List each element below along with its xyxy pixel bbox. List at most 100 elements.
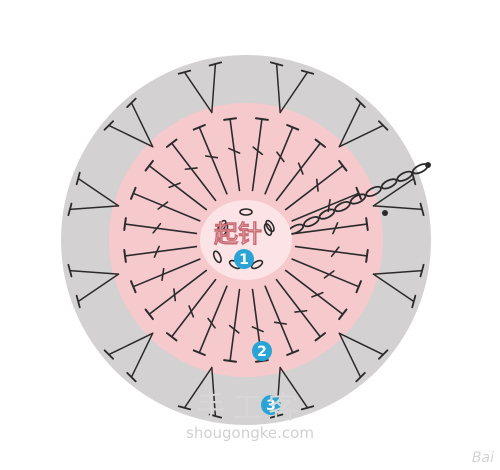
v-stitch-top-bar — [103, 349, 114, 360]
stitch-slash — [332, 222, 339, 235]
stitch-post — [251, 118, 263, 192]
v-stitch-top-bar — [208, 61, 223, 67]
round-1-chain-oval — [239, 208, 253, 216]
watermark-corner: Bai — [471, 450, 494, 466]
stitch-top-bar — [192, 349, 206, 357]
stitch-slash — [294, 309, 308, 313]
v-stitch-top-bar — [355, 372, 366, 383]
stitch-top-bar — [129, 186, 137, 200]
stitch-slash — [311, 291, 324, 298]
v-stitch — [372, 171, 425, 217]
chain-stitch — [318, 208, 336, 220]
v-stitch-leg — [372, 177, 415, 207]
chain-stitch — [365, 185, 382, 198]
center-label: 起针 — [213, 220, 262, 248]
v-stitch-leg — [108, 332, 154, 356]
stitch-slash — [168, 182, 181, 189]
watermark-url: shougongke.com — [186, 424, 314, 442]
double-crochet-stitch — [144, 159, 208, 211]
stitch-post — [294, 223, 368, 235]
stitch-slash — [207, 317, 216, 329]
stitch-slash — [204, 155, 219, 159]
v-stitch-top-bar — [67, 263, 73, 278]
double-crochet-stitch — [165, 278, 217, 342]
stitch-post — [148, 269, 208, 316]
stitch-post — [198, 285, 228, 354]
round-2-badge-circle — [252, 341, 272, 361]
v-stitch-leg — [338, 332, 362, 378]
stitch-slash — [188, 305, 195, 318]
stitch-slash — [330, 246, 340, 258]
v-stitch-top-bar — [67, 202, 73, 217]
stitch-top-bar — [144, 308, 154, 321]
stitch-slash — [251, 326, 264, 333]
double-crochet-stitch — [275, 278, 327, 342]
double-crochet-stitch — [291, 258, 363, 294]
stitch-top-bar — [123, 248, 127, 263]
double-crochet-stitch — [123, 217, 198, 235]
stitch-post — [275, 278, 322, 338]
v-stitch-leg — [69, 205, 120, 211]
v-stitch-leg — [183, 71, 213, 114]
stitch-top-bar — [123, 217, 127, 232]
double-crochet-stitch — [223, 288, 241, 363]
stitch-top-bar — [338, 308, 348, 321]
v-stitch-top-bar — [300, 69, 315, 75]
v-stitch-leg — [338, 102, 362, 148]
double-crochet-stitch — [264, 123, 300, 195]
stitch-slash — [228, 147, 241, 154]
stitch-slash — [184, 167, 198, 171]
stitch-slash — [252, 146, 264, 156]
stitch-post — [284, 164, 344, 211]
double-crochet-stitch — [284, 269, 348, 321]
watermark-main: 手工客 — [196, 391, 304, 426]
v-stitch — [338, 97, 389, 148]
chain-stitch — [334, 200, 351, 213]
stitch-top-bar — [254, 117, 269, 121]
stitch-top-bar — [144, 159, 154, 172]
chain-end-dot — [425, 162, 431, 168]
v-stitch-top-bar — [269, 413, 284, 419]
double-crochet-stitch — [165, 138, 217, 202]
v-stitch-top-bar — [419, 202, 425, 217]
stitch-top-bar — [355, 280, 363, 294]
v-stitch-top-bar — [126, 97, 137, 108]
double-crochet-stitch — [251, 117, 269, 192]
stitch-slash — [157, 201, 169, 210]
v-stitch — [67, 171, 120, 217]
v-stitch-leg — [372, 205, 423, 211]
v-stitch-leg — [130, 332, 154, 378]
v-stitch-leg — [77, 273, 120, 303]
double-crochet-stitch — [192, 285, 228, 357]
v-stitch-leg — [372, 269, 423, 275]
v-stitch-top-bar — [269, 61, 284, 67]
double-crochet-stitch — [129, 258, 201, 294]
v-stitch-leg — [279, 366, 309, 409]
v-stitch — [269, 61, 315, 114]
v-stitch-leg — [338, 332, 384, 356]
v-stitch-top-bar — [208, 413, 223, 419]
chain-stitch — [303, 216, 320, 228]
v-stitch-top-bar — [177, 69, 192, 75]
stitch-post — [170, 278, 217, 338]
stitch-top-bar — [223, 359, 238, 363]
stitch-top-bar — [365, 248, 369, 263]
stitch-post — [170, 142, 217, 202]
v-stitch-top-bar — [300, 405, 315, 411]
v-stitch-leg — [279, 71, 309, 114]
stitch-slash — [152, 222, 162, 234]
stitch-top-bar — [165, 138, 178, 148]
double-crochet-stitch — [294, 217, 369, 235]
stitch-slash — [173, 288, 177, 302]
stitch-post — [124, 245, 198, 257]
stitch-post — [229, 118, 241, 192]
v-stitch — [103, 332, 154, 383]
double-crochet-stitch — [294, 245, 369, 263]
round-1-chain-oval — [250, 259, 264, 270]
v-stitch — [177, 61, 223, 114]
stitch-post — [132, 258, 201, 288]
stitch-post — [291, 192, 360, 222]
v-stitch-leg — [275, 63, 281, 114]
v-stitch-leg — [372, 273, 415, 303]
